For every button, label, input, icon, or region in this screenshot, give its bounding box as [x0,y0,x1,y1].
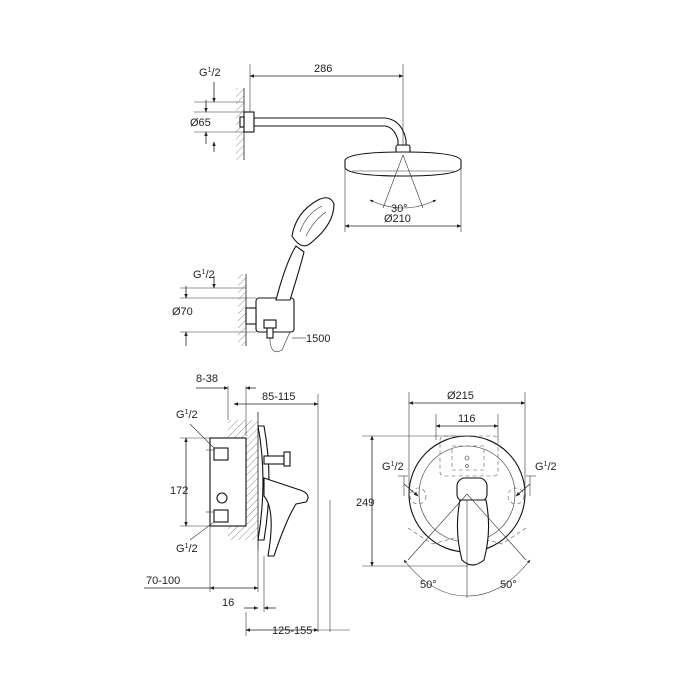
hose-length-label: 1500 [306,333,330,345]
mixer-lever-side [263,477,309,557]
shower-hose [269,328,291,353]
rotation-left-label: 50° [420,579,437,591]
outlet-diameter-label: Ø70 [172,306,193,318]
shower-arm [253,117,407,146]
mixer-side-view: 8-38 85-115 172 G1/2 G1/2 70-100 [144,373,350,637]
plate-depth-label: 16 [222,597,234,609]
wall-flange [243,111,255,133]
side-thread-top-label: G1/2 [176,409,198,421]
plate-inner-label: 116 [458,413,476,425]
mixer-front-view: 50° 50° Ø215 116 249 G1/2 G1/2 [356,390,557,598]
box-height-label: 172 [170,485,188,497]
rotation-right-label: 50° [500,579,517,591]
hand-shower-head [291,197,335,247]
side-thread-bottom-label: G1/2 [176,543,198,555]
mixer-lever-front [456,499,490,566]
flange-diameter-label: Ø65 [190,117,211,129]
arm-thread-label: G1/2 [199,67,221,79]
outlet-thread-label: G1/2 [193,269,215,281]
depth-range-label: 8-38 [196,373,218,385]
plate-height-label: 249 [356,497,374,509]
spray-angle-label: 30° [391,203,408,215]
front-thread-right-label: G1/2 [535,461,557,473]
arm-length-label: 286 [314,63,332,75]
head-diameter-label: Ø210 [384,213,411,225]
mixer-offset-label: 85-115 [262,391,295,403]
wall-range-label: 70-100 [146,575,180,587]
mixer-knob-front [456,477,488,503]
plate-diameter-label: Ø215 [447,390,474,402]
wall-section-2 [238,274,246,346]
front-thread-left-label: G1/2 [382,461,404,473]
hand-shower-handle [275,245,305,301]
rough-box-outline [439,435,499,477]
lever-reach-label: 125-155 [272,625,312,637]
hand-shower-view: G1/2 Ø70 1500 [172,197,335,353]
shower-arm-view: 30° 286 Ø210 G1/2 Ø65 [190,63,462,232]
